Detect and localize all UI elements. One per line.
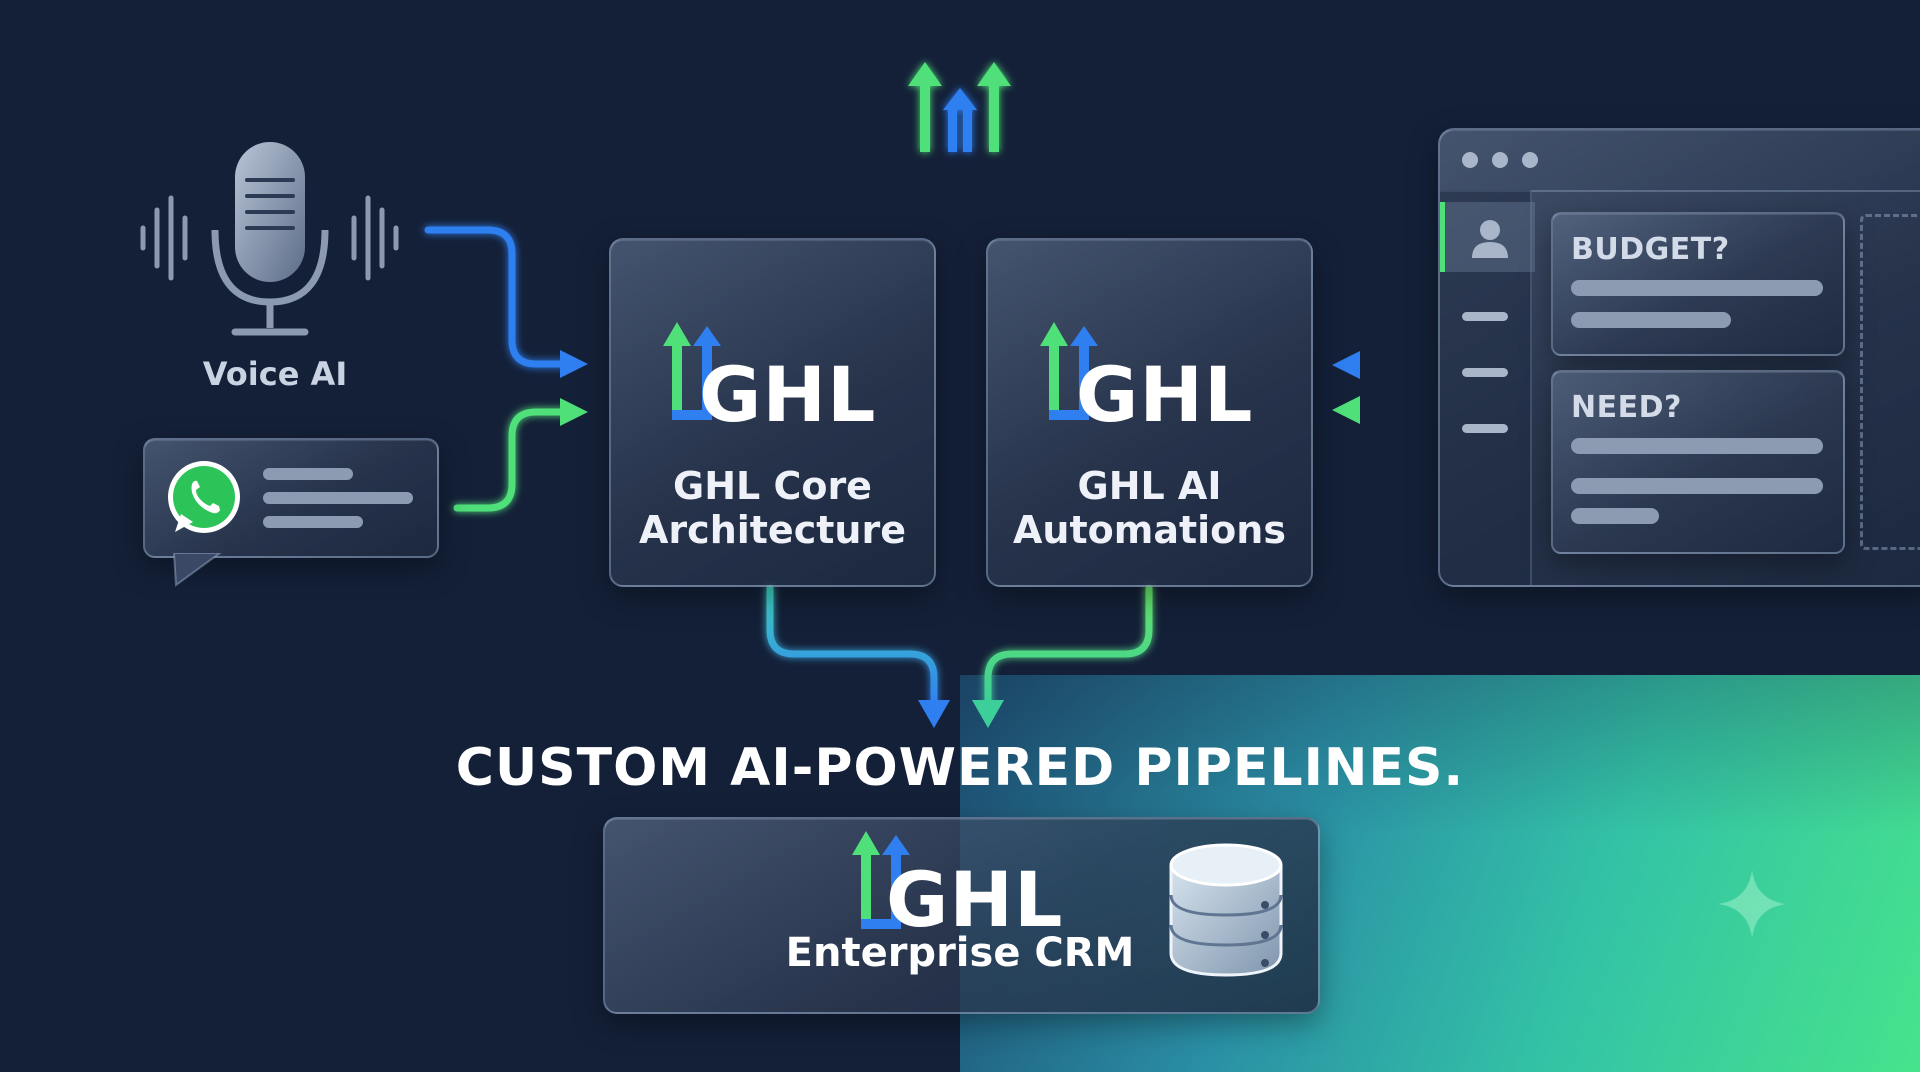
message-line xyxy=(263,492,413,504)
budget-card-title: BUDGET? xyxy=(1571,232,1730,267)
headline: CUSTOM AI-POWERED PIPELINES. xyxy=(455,738,1465,798)
ghl-logo-text: GHL xyxy=(1076,350,1254,439)
automations-to-crm-wire xyxy=(984,584,1153,709)
core-to-crm-wire xyxy=(766,584,938,709)
automations-to-crm-arrowhead xyxy=(972,700,1004,728)
whatsapp-to-core-wire xyxy=(453,408,569,512)
voice-to-core-arrowhead xyxy=(560,350,588,378)
automations-title-line2: Automations xyxy=(1013,508,1286,552)
core-to-crm-arrowhead xyxy=(918,700,950,728)
voice-to-core-wire xyxy=(424,226,569,368)
voice-ai-label: Voice AI xyxy=(202,355,348,393)
need-card-title: NEED? xyxy=(1571,390,1682,425)
microphone-icon xyxy=(140,142,399,336)
message-line xyxy=(263,468,353,480)
ghl-logo-icon xyxy=(663,322,721,420)
bubble-tail xyxy=(172,553,222,587)
card-line xyxy=(1571,312,1731,328)
need-card[interactable]: NEED? xyxy=(1551,370,1845,554)
ghl-ai-automations-box[interactable]: GHL GHL AI Automations xyxy=(986,238,1313,587)
sparkle-icon xyxy=(1718,870,1786,938)
core-title-line1: GHL Core xyxy=(673,464,872,508)
sidebar-item[interactable] xyxy=(1462,424,1508,433)
window-dot[interactable] xyxy=(1462,152,1478,168)
form-to-automations-arrowhead-blue xyxy=(1332,351,1360,379)
sidebar-item-contact[interactable] xyxy=(1440,202,1535,272)
card-line xyxy=(1571,478,1823,494)
window-dot[interactable] xyxy=(1522,152,1538,168)
placeholder-column xyxy=(1860,214,1920,550)
budget-card[interactable]: BUDGET? xyxy=(1551,212,1845,356)
message-line xyxy=(263,516,363,528)
crm-label: Enterprise CRM xyxy=(785,930,1135,976)
sidebar-item[interactable] xyxy=(1462,312,1508,321)
sidebar-item[interactable] xyxy=(1462,368,1508,377)
qualification-form-window: BUDGET? NEED? xyxy=(1438,128,1920,587)
window-sidebar xyxy=(1440,190,1535,585)
core-title-line2: Architecture xyxy=(639,508,906,552)
user-avatar-icon xyxy=(1472,220,1508,258)
whatsapp-to-core-arrowhead xyxy=(560,398,588,426)
whatsapp-message-bubble xyxy=(143,438,439,558)
ghl-core-architecture-box[interactable]: GHL GHL Core Architecture xyxy=(609,238,936,587)
ghl-logo-icon xyxy=(1040,322,1098,420)
database-icon xyxy=(1169,843,1283,977)
top-ghl-mark-icon xyxy=(908,62,1011,152)
card-line xyxy=(1571,508,1659,524)
ghl-logo-text: GHL xyxy=(886,855,1064,944)
window-titlebar xyxy=(1440,130,1920,192)
window-dot[interactable] xyxy=(1492,152,1508,168)
card-line xyxy=(1571,438,1823,454)
ghl-logo-text: GHL xyxy=(699,350,877,439)
form-to-automations-arrowhead-green xyxy=(1332,396,1360,424)
whatsapp-icon xyxy=(168,461,240,533)
enterprise-crm-box[interactable]: GHL xyxy=(603,817,1320,1014)
card-line xyxy=(1571,280,1823,296)
automations-title-line1: GHL AI xyxy=(1077,464,1222,508)
ghl-logo-icon xyxy=(852,831,910,929)
